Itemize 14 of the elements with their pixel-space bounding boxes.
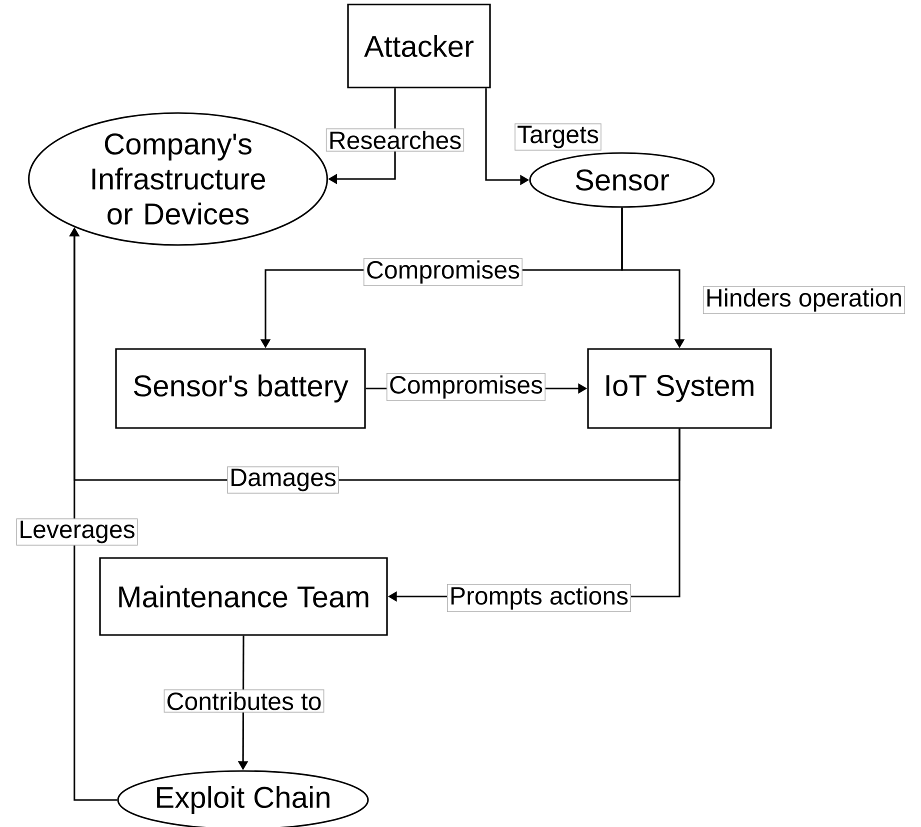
process-box: Maintenance Team [99, 557, 388, 636]
edge-label: Researches [326, 128, 464, 152]
edge-label: Targets [514, 123, 602, 151]
edge-label: Compromises [364, 258, 522, 286]
ellipse-node: Company's Infrastructure or Devices [28, 112, 328, 246]
edge-label: Contributes to [164, 689, 324, 713]
edge-label: Hinders operation [702, 286, 906, 314]
process-box: Sensor's battery [115, 348, 366, 429]
edge-label: Leverages [16, 518, 138, 546]
process-box: IoT System [587, 348, 772, 429]
edge-label: Compromises [386, 372, 546, 402]
process-box: Attacker [347, 4, 491, 88]
edge-label: Damages [227, 466, 339, 494]
edge-label: Prompts actions [446, 584, 632, 612]
